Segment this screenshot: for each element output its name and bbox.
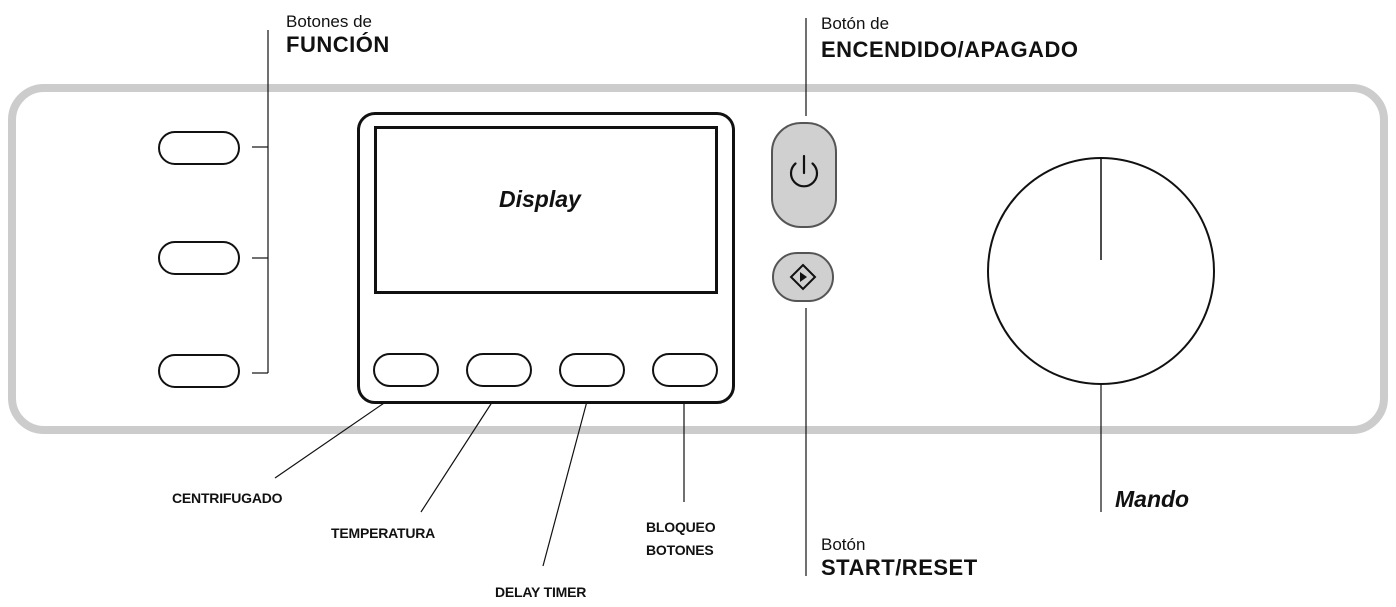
- power-icon: [789, 154, 819, 188]
- display-screen: [374, 126, 718, 294]
- mando-label: Mando: [1115, 486, 1190, 512]
- centrifugado-leader-line: [274, 389, 404, 479]
- funcion-label-small: Botones de: [286, 12, 373, 31]
- bloqueo-label-line2: BOTONES: [646, 542, 714, 558]
- power-label-small: Botón de: [821, 14, 890, 33]
- funcion-bracket: [252, 30, 269, 374]
- knob-indicator: [1100, 159, 1102, 260]
- bloqueo-label-line1: BLOQUEO: [646, 519, 716, 535]
- delay-timer-button[interactable]: [559, 353, 625, 387]
- function-button-2[interactable]: [158, 241, 240, 275]
- bloqueo-botones-button[interactable]: [652, 353, 718, 387]
- centrifugado-label: CENTRIFUGADO: [172, 490, 283, 506]
- temperatura-button[interactable]: [466, 353, 532, 387]
- start-label-small: Botón: [821, 535, 866, 554]
- start-reset-button[interactable]: [772, 252, 834, 302]
- control-panel-outline: [8, 84, 1388, 434]
- power-label-big: ENCENDIDO/APAGADO: [821, 37, 1079, 62]
- display-label: Display: [499, 186, 581, 212]
- funcion-label-big: FUNCIÓN: [286, 32, 390, 57]
- start-label-big: START/RESET: [821, 555, 978, 580]
- centrifugado-button[interactable]: [373, 353, 439, 387]
- temperatura-label: TEMPERATURA: [331, 525, 436, 541]
- delay-timer-leader-line: [542, 389, 591, 567]
- power-button[interactable]: [771, 122, 837, 228]
- start-diamond-icon: [789, 263, 817, 291]
- mando-knob[interactable]: [987, 157, 1215, 385]
- temperatura-leader-line: [420, 389, 501, 513]
- function-button-3[interactable]: [158, 354, 240, 388]
- function-button-1[interactable]: [158, 131, 240, 165]
- delay-timer-label: DELAY TIMER: [495, 584, 587, 600]
